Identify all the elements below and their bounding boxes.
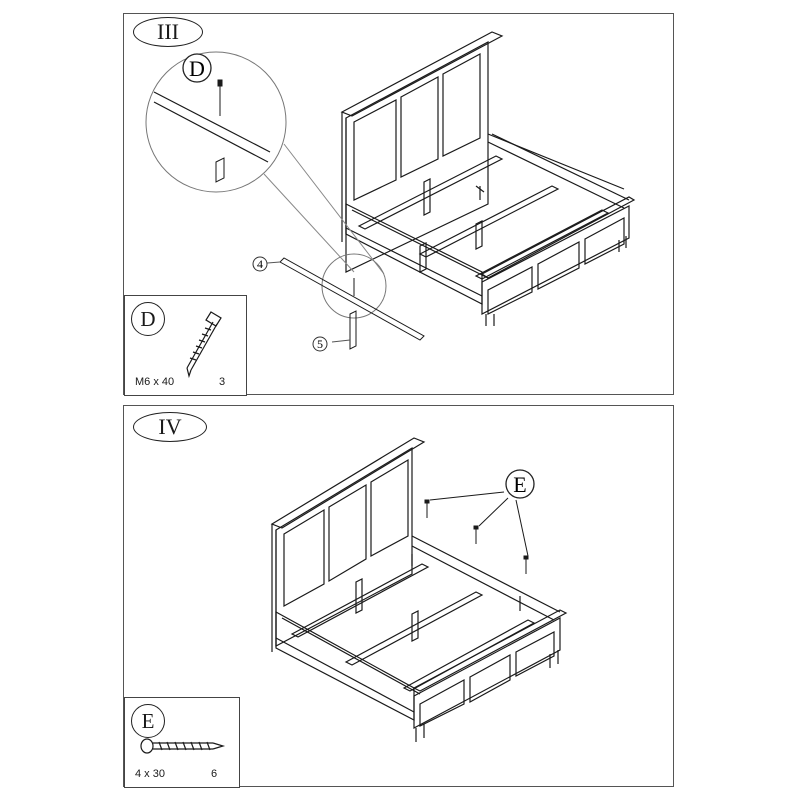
hardware-box-d: D M6 x 40 3 — [124, 295, 247, 396]
step-iii-panel: III — [123, 13, 674, 396]
magnifier-detail-circle — [145, 51, 385, 275]
step-number-badge: IV — [133, 412, 207, 442]
hardware-qty: 6 — [211, 768, 218, 780]
step-number-badge: III — [133, 17, 203, 47]
pointer-lines — [429, 491, 529, 557]
svg-text:5: 5 — [317, 337, 323, 351]
svg-text:E: E — [513, 472, 526, 497]
lag-screw-icon — [186, 311, 222, 379]
hardware-spec: 4 x 30 — [135, 768, 165, 780]
svg-text:4: 4 — [257, 257, 263, 271]
detail-label-d: D — [182, 53, 212, 83]
hardware-box-e: E 4 x 30 6 — [124, 697, 240, 788]
rail-detail — [254, 253, 425, 350]
bed-frame-drawing — [270, 437, 568, 742]
bed-frame-drawing — [340, 31, 636, 326]
hardware-qty: 3 — [219, 376, 226, 388]
step-iv-drawing: E — [270, 437, 568, 742]
hardware-spec: M6 x 40 — [135, 376, 175, 388]
wood-screw-icon — [140, 738, 226, 754]
hardware-letter: D — [131, 302, 165, 336]
hardware-letter: E — [131, 704, 165, 738]
callout-4: 4 — [252, 256, 268, 272]
callout-5: 5 — [312, 336, 328, 352]
pointer-label-e: E — [505, 469, 535, 499]
screw-markers — [424, 499, 529, 574]
svg-text:D: D — [189, 56, 205, 81]
step-iv-panel: IV — [123, 405, 674, 788]
step-iii-drawing: 4 5 D — [145, 31, 636, 352]
